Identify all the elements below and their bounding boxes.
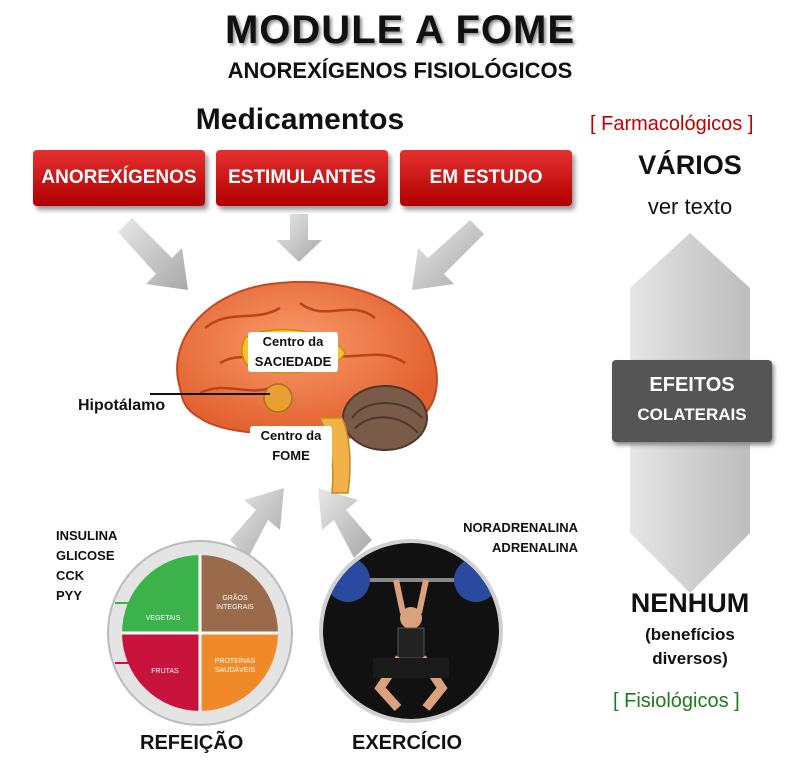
plate-vegetais-slice <box>122 555 200 633</box>
arrow-left-icon <box>118 218 188 290</box>
exercise-photo <box>319 539 503 723</box>
hypothalamus-shape <box>263 383 293 413</box>
beneficios-line2: diversos) <box>652 649 728 668</box>
plate-graos-text1: GRÃOS <box>222 593 248 602</box>
plate-frutas-text: FRUTAS <box>151 668 179 675</box>
plate-vegetais-text: VEGETAIS <box>146 615 181 622</box>
nenhum-label: NENHUM <box>630 588 750 618</box>
em-estudo-box: EM ESTUDO <box>400 150 572 206</box>
centro-fome-line1: Centro da <box>260 428 322 443</box>
hormone-cck: CCK <box>56 568 85 583</box>
centro-fome-line2: FOME <box>272 448 310 463</box>
varios-label: VÁRIOS <box>638 150 742 180</box>
arrow-up-right-icon <box>318 488 372 558</box>
plate-right-icon <box>454 558 498 602</box>
hipotalamo-label: Hipotálamo <box>78 397 166 414</box>
hormone-glicose: GLICOSE <box>56 548 115 563</box>
plate-graos-text2: INTEGRAIS <box>216 604 254 611</box>
plate-proteinas-slice <box>200 633 278 711</box>
food-plate-illustration: VEGETAIS GRÃOS INTEGRAIS FRUTAS PROTEÍNA… <box>107 540 293 726</box>
athlete-head <box>400 607 422 629</box>
centro-fome-label: Centro da FOME <box>250 426 332 466</box>
hormones-left-list: INSULINA GLICOSE CCK PYY <box>56 526 117 606</box>
centro-saciedade-line1: Centro da <box>262 334 324 349</box>
plate-pointer-green <box>115 602 143 604</box>
page-subtitle: ANOREXÍGENOS FISIOLÓGICOS <box>227 58 573 83</box>
plate-pointer-red <box>115 662 143 664</box>
plate-proteinas-text1: PROTEÍNAS <box>215 656 256 665</box>
plate-graos-slice <box>200 555 278 633</box>
hormone-adrenalina: ADRENALINA <box>492 540 578 555</box>
estimulantes-box: ESTIMULANTES <box>216 150 388 206</box>
efeitos-line2: COLATERAIS <box>637 405 747 424</box>
hormone-noradrenalina: NORADRENALINA <box>463 520 578 535</box>
anorexigenos-box: ANOREXÍGENOS <box>33 150 205 206</box>
arrow-center-icon <box>276 214 322 262</box>
centro-saciedade-line2: SACIEDADE <box>254 354 332 369</box>
arrows-layer <box>118 214 484 558</box>
hormone-insulina: INSULINA <box>56 528 118 543</box>
medicamentos-heading: Medicamentos <box>195 103 405 136</box>
centro-saciedade-label: Centro da SACIEDADE <box>248 332 338 372</box>
hormones-right-list: NORADRENALINA ADRENALINA <box>440 518 578 558</box>
arrow-right-icon <box>412 220 484 290</box>
exercicio-label: EXERCÍCIO <box>352 732 463 754</box>
fisiologicos-label: [ Fisiológicos ] <box>613 690 740 712</box>
efeitos-colaterais-box: EFEITOS COLATERAIS <box>612 360 772 442</box>
page-title: MODULE A FOME <box>224 8 575 52</box>
beneficios-line1: (benefícios <box>645 625 735 644</box>
arrow-up-left-icon <box>230 488 284 558</box>
farmacologicos-label: [ Farmacológicos ] <box>590 113 754 135</box>
efeitos-line1: EFEITOS <box>649 374 735 396</box>
cerebellum-folds <box>351 402 423 434</box>
barbell-bar <box>338 578 484 582</box>
hormone-pyy: PYY <box>56 588 83 603</box>
refeicao-label: REFEIÇÃO <box>140 732 244 754</box>
plate-frutas-slice <box>122 633 200 711</box>
hipotalamo-pointer <box>150 393 270 395</box>
ver-texto-label: ver texto <box>647 194 733 219</box>
plate-proteinas-text2: SAUDÁVEIS <box>215 665 255 674</box>
